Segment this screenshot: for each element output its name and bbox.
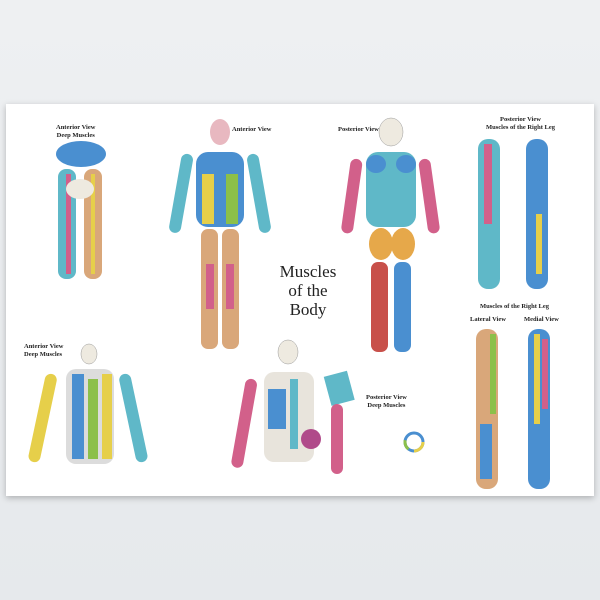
publisher-logo bbox=[403, 431, 425, 453]
title-posterior: Posterior View bbox=[338, 126, 379, 133]
title-anterior: Anterior View bbox=[232, 126, 272, 133]
title-lateral: Lateral View bbox=[470, 316, 506, 323]
figure-posterior-deep bbox=[231, 339, 355, 474]
figure-anterior-deep-legs bbox=[56, 141, 106, 279]
label: Deep Muscles bbox=[24, 350, 63, 358]
title-line: Body bbox=[289, 300, 327, 319]
title-medial: Medial View bbox=[524, 316, 559, 323]
anatomy-figures bbox=[28, 117, 550, 489]
figure-anterior-deep-torso bbox=[28, 343, 148, 464]
title-line: of the bbox=[288, 281, 328, 300]
title-line: Muscles bbox=[279, 262, 337, 281]
figure-posterior-leg bbox=[478, 139, 548, 289]
label: Anterior View bbox=[56, 124, 96, 131]
title-right-leg: Muscles of the Right Leg bbox=[480, 303, 549, 310]
figure-medial-leg bbox=[528, 329, 550, 489]
label: Anterior View bbox=[24, 343, 64, 350]
figure-anterior bbox=[169, 119, 271, 349]
label: Posterior View bbox=[366, 394, 407, 401]
label: Posterior View bbox=[500, 116, 541, 123]
figure-posterior bbox=[341, 117, 440, 352]
label: Deep Muscles bbox=[56, 131, 95, 139]
label: Muscles of the Right Leg bbox=[486, 123, 555, 131]
label: Deep Muscles bbox=[367, 401, 406, 409]
figure-lateral-leg bbox=[476, 329, 498, 489]
